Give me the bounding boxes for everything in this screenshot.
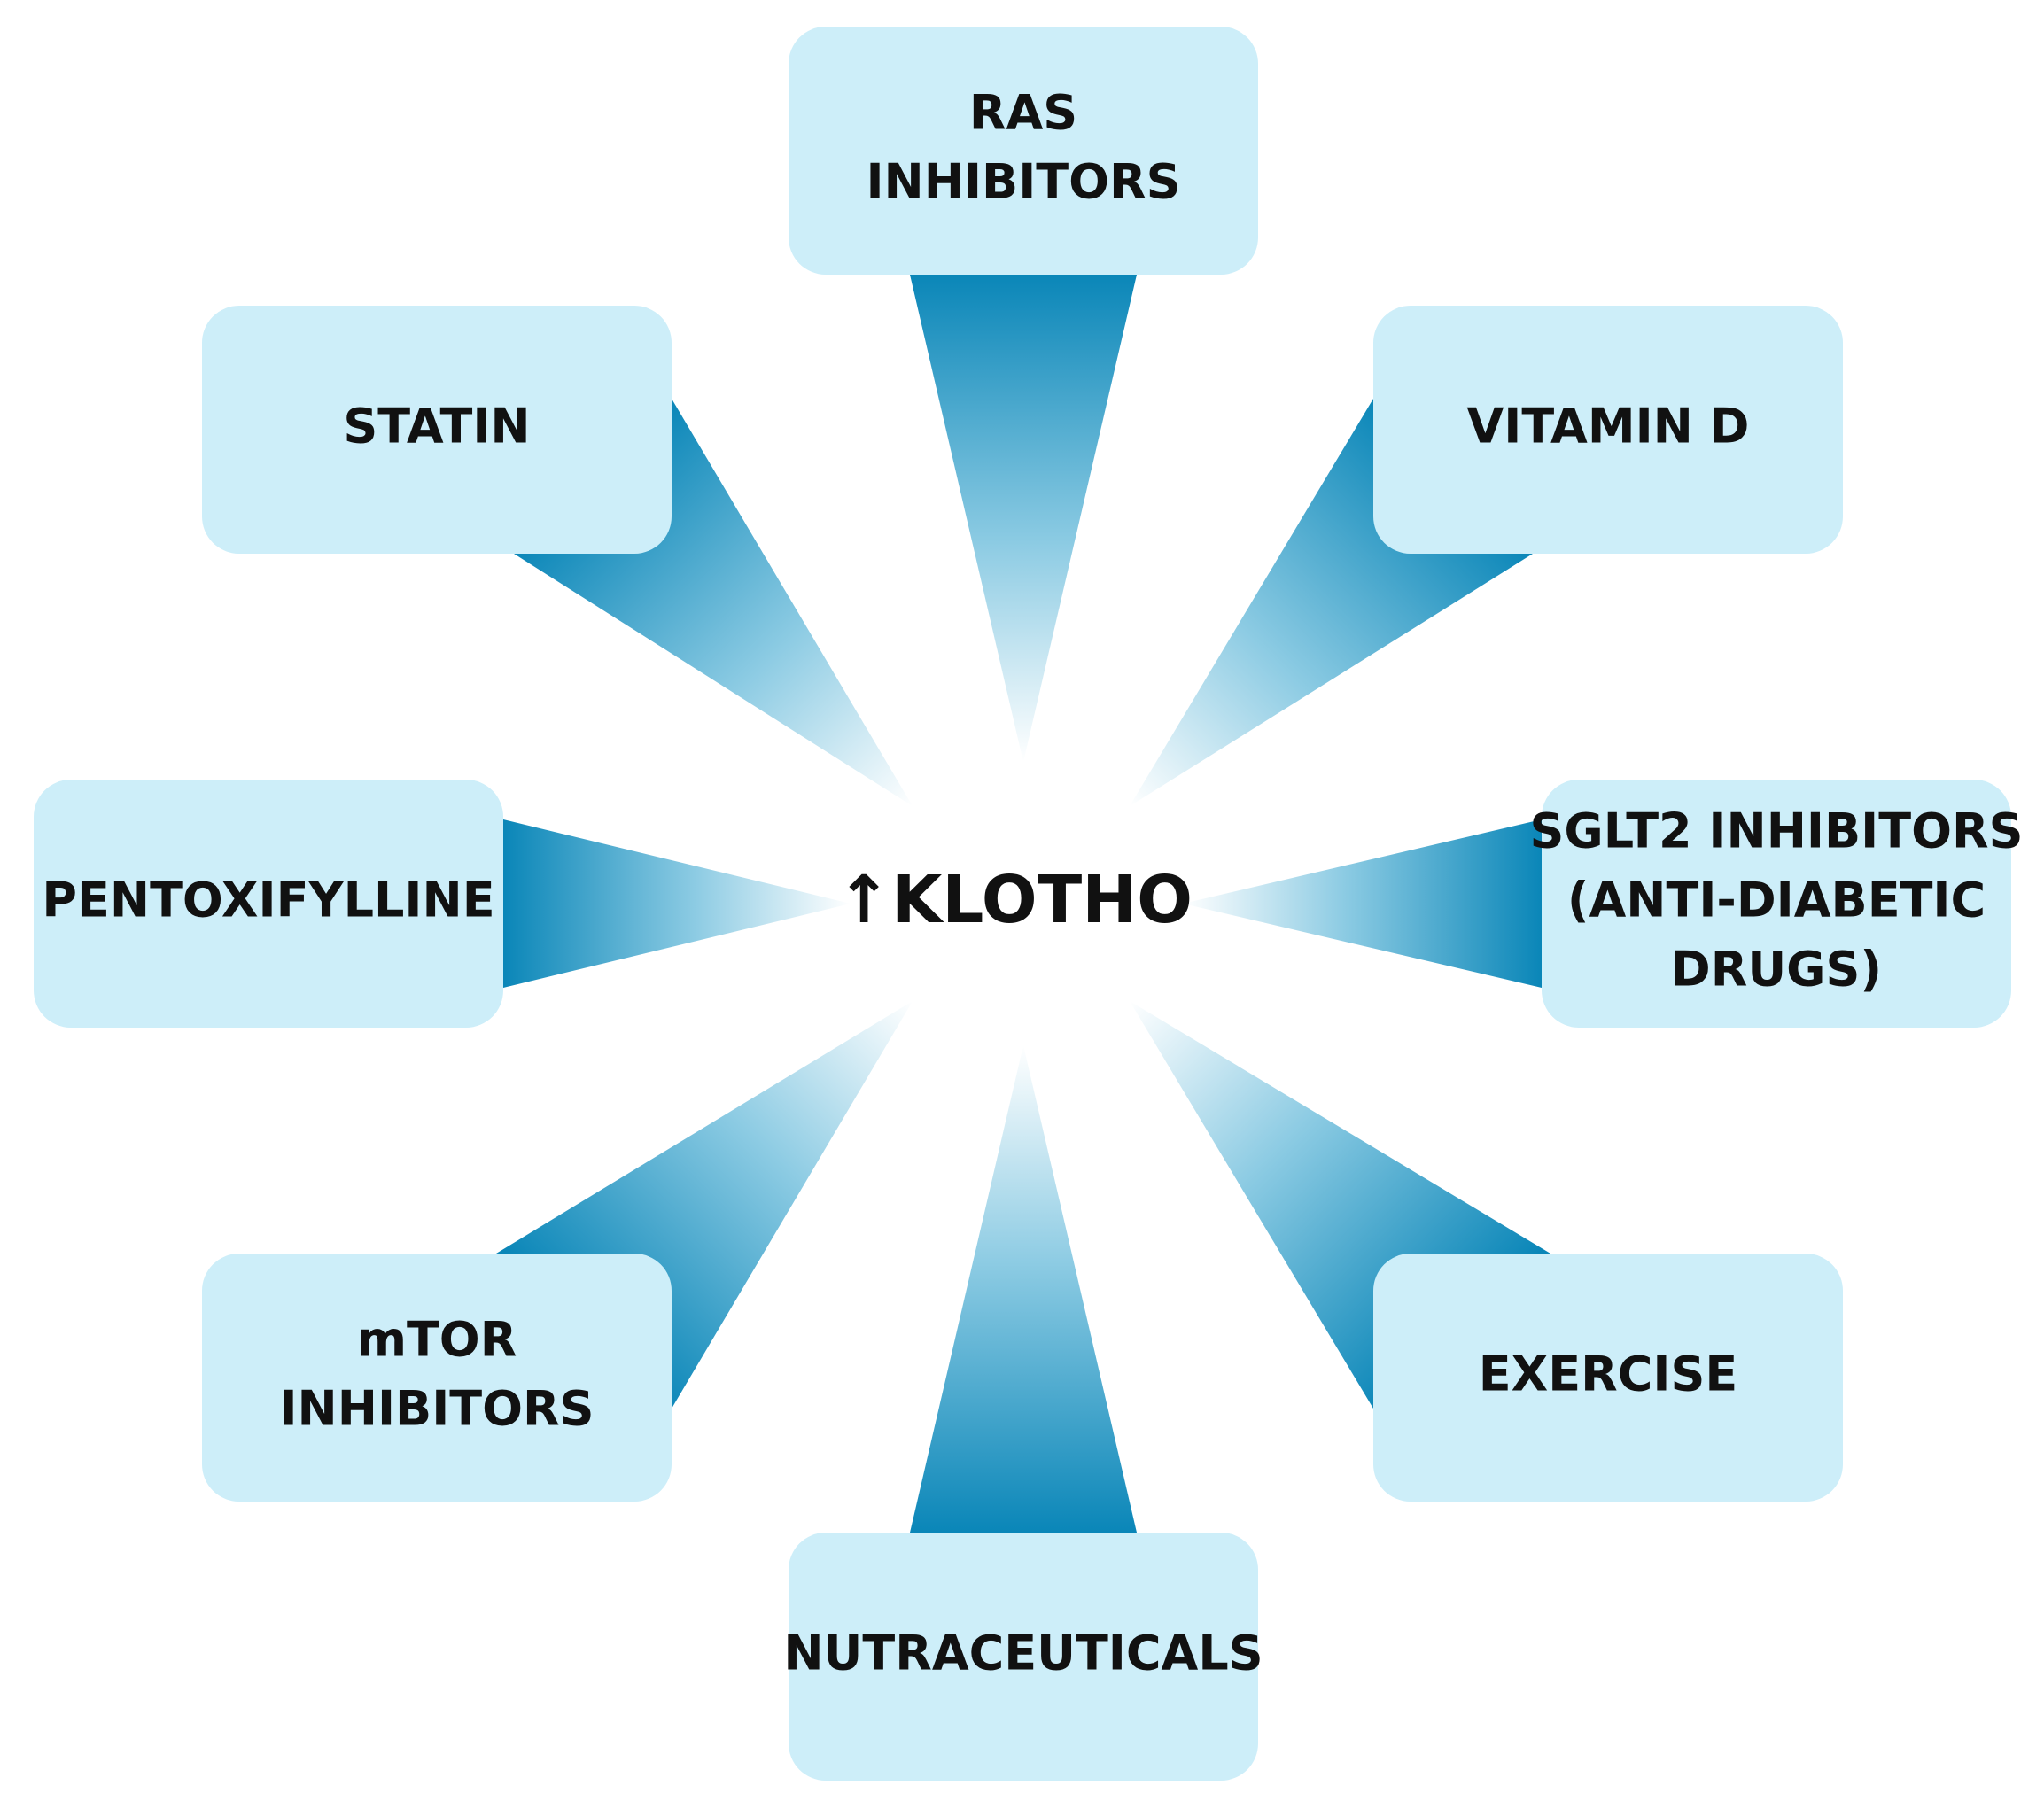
ray-sglt2-inhibitors — [1183, 819, 1542, 988]
node-label-nutraceuticals-line-1: NUTRACEUTICALS — [783, 1626, 1263, 1681]
node-label-ras-inhibitors-line-1: RAS — [969, 85, 1077, 141]
node-statin: STATIN — [202, 306, 672, 554]
node-box-statin — [202, 306, 672, 554]
up-arrow-icon: ↑ — [836, 862, 891, 938]
node-label-mtor-inhibitors-line-1: mTOR — [357, 1312, 517, 1368]
node-sglt2-inhibitors: SGLT2 INHIBITORS (ANTI-DIABETIC DRUGS) — [1530, 780, 2024, 1028]
node-pentoxifylline: PENTOXIFYLLINE — [34, 780, 503, 1028]
node-label-ras-inhibitors-line-2: INHIBITORS — [866, 154, 1180, 210]
node-label-sglt2-inhibitors-line-1: SGLT2 INHIBITORS — [1530, 803, 2024, 859]
node-box-group: RAS INHIBITORS VITAMIN D SGLT2 INHIBITORS (A… — [34, 27, 2023, 1781]
node-box-nutraceuticals — [789, 1533, 1258, 1781]
svg-text:↑KLOTHO: ↑KLOTHO — [836, 862, 1193, 938]
node-ras-inhibitors: RAS INHIBITORS — [789, 27, 1258, 275]
ray-ras-inhibitors — [910, 275, 1137, 762]
node-box-mtor-inhibitors — [202, 1254, 672, 1502]
node-box-ras-inhibitors — [789, 27, 1258, 275]
node-label-statin-line-1: STATIN — [343, 399, 530, 454]
node-box-sglt2-inhibitors — [1542, 780, 2011, 1028]
node-box-pentoxifylline — [34, 780, 503, 1028]
node-label-sglt2-inhibitors-line-3: DRUGS) — [1671, 942, 1882, 998]
node-nutraceuticals: NUTRACEUTICALS — [783, 1533, 1263, 1781]
node-label-exercise-line-1: EXERCISE — [1479, 1347, 1738, 1402]
node-vitamin-d: VITAMIN D — [1373, 306, 1843, 554]
node-mtor-inhibitors: mTOR INHIBITORS — [202, 1254, 672, 1502]
node-label-sglt2-inhibitors-line-2: (ANTI-DIABETIC — [1567, 873, 1986, 928]
node-label-vitamin-d-line-1: VITAMIN D — [1467, 399, 1750, 454]
node-exercise: EXERCISE — [1373, 1254, 1843, 1502]
ray-pentoxifylline — [503, 819, 851, 988]
center-label-text: KLOTHO — [891, 862, 1193, 938]
node-box-vitamin-d — [1373, 306, 1843, 554]
center-label: ↑KLOTHO — [836, 862, 1193, 938]
node-box-exercise — [1373, 1254, 1843, 1502]
node-label-mtor-inhibitors-line-2: INHIBITORS — [279, 1381, 594, 1437]
node-label-pentoxifylline-line-1: PENTOXIFYLLINE — [42, 873, 494, 928]
ray-nutraceuticals — [910, 1045, 1137, 1533]
